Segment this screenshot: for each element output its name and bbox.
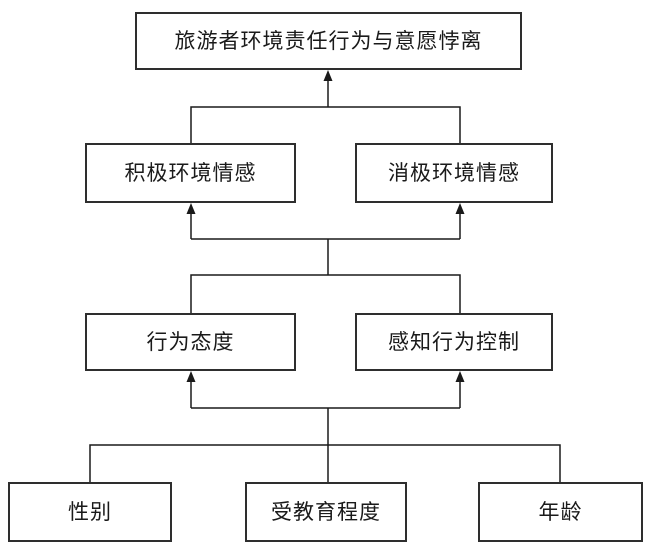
connector-branch-line xyxy=(190,106,461,143)
node-pbc-label: 感知行为控制 xyxy=(388,329,520,354)
connector-demographics-to-attitude xyxy=(89,371,561,482)
node-outcome-label: 旅游者环境责任行为与意愿悖离 xyxy=(174,28,483,53)
node-gender: 性别 xyxy=(8,482,172,542)
node-positive-emotion-label: 积极环境情感 xyxy=(124,160,257,185)
arrowhead-up-icon xyxy=(186,371,196,382)
connector-collector-line xyxy=(190,274,461,313)
node-age: 年龄 xyxy=(478,482,643,542)
node-negative-emotion-label: 消极环境情感 xyxy=(388,160,520,185)
node-outcome: 旅游者环境责任行为与意愿悖离 xyxy=(135,12,522,70)
node-attitude: 行为态度 xyxy=(85,313,296,371)
node-pbc: 感知行为控制 xyxy=(355,313,553,371)
connector-emotions-to-outcome xyxy=(190,70,461,143)
connector-collector-line xyxy=(89,444,561,482)
node-gender-label: 性别 xyxy=(68,499,112,524)
arrowhead-up-icon xyxy=(186,203,196,214)
arrowhead-up-icon xyxy=(323,70,333,81)
connector-attitude-to-emotions xyxy=(186,203,465,313)
node-positive-emotion: 积极环境情感 xyxy=(85,143,296,203)
node-negative-emotion: 消极环境情感 xyxy=(355,143,553,203)
arrowhead-up-icon xyxy=(455,203,465,214)
node-education-label: 受教育程度 xyxy=(271,499,381,524)
node-age-label: 年龄 xyxy=(538,499,583,524)
arrowhead-up-icon xyxy=(455,371,465,382)
node-education: 受教育程度 xyxy=(245,482,407,542)
node-attitude-label: 行为态度 xyxy=(146,329,235,354)
